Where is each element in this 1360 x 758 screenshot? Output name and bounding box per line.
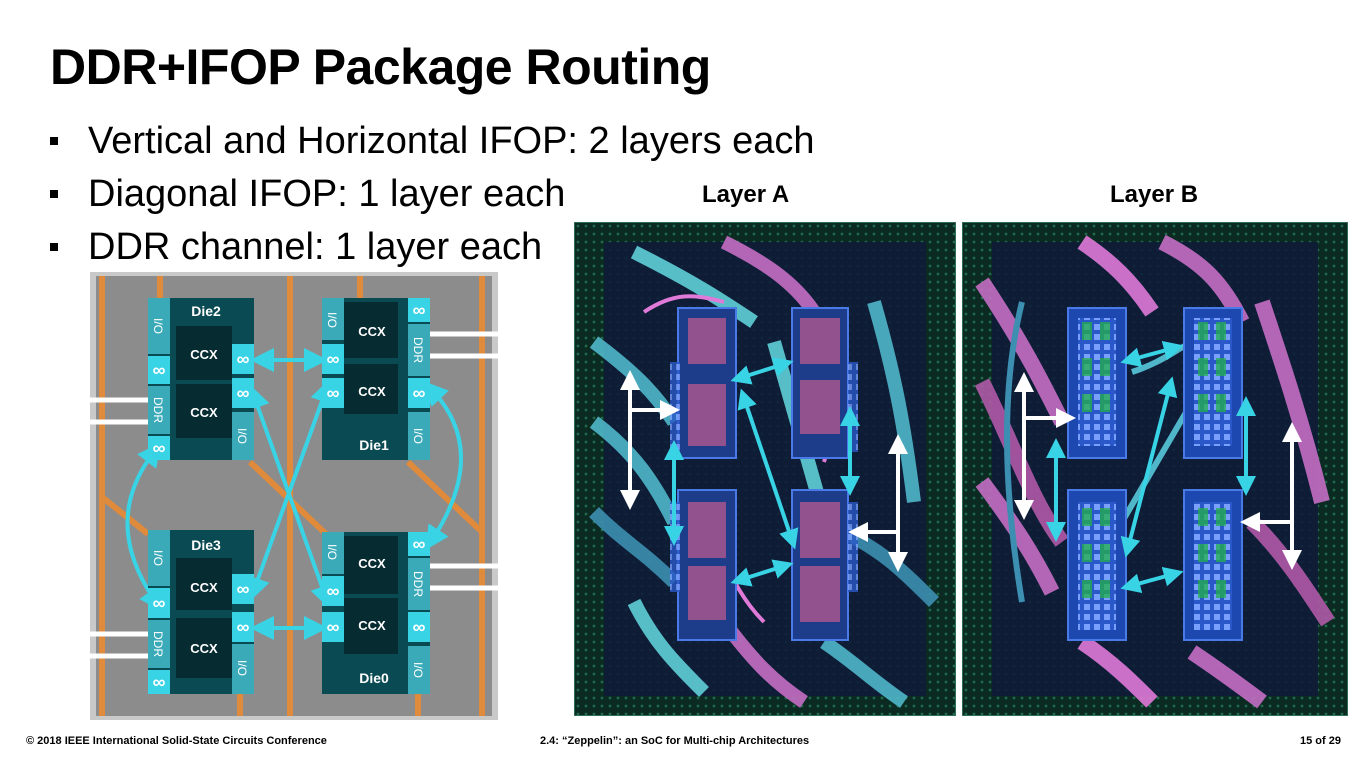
bullet-text: DDR channel: 1 layer each [88, 226, 543, 268]
ddr-label: DDR [151, 631, 165, 657]
ifop-icon: ∞ [237, 349, 250, 369]
io-label: I/O [235, 660, 249, 676]
slide-title: DDR+IFOP Package Routing [50, 39, 711, 95]
ifop-links [125, 348, 463, 640]
io-label: I/O [411, 428, 425, 444]
layer-a-label: Layer A [702, 181, 790, 208]
ifop-icon: ∞ [237, 617, 250, 637]
die-1: CCX CCX Die1 I/O DDR I/O ∞ ∞ ∞ ∞ [322, 298, 430, 460]
die-2: Die2 CCX CCX I/O DDR I/O ∞ ∞ ∞ ∞ [148, 298, 254, 460]
layer-b-label: Layer B [1110, 181, 1199, 208]
ifop-icon: ∞ [153, 672, 166, 692]
bullet-item: DDR channel: 1 layer each [50, 224, 815, 277]
ifop-icon: ∞ [413, 300, 426, 320]
layer-b-die-footprints [1067, 307, 1243, 641]
ifop-icon: ∞ [327, 581, 340, 601]
io-label: I/O [151, 318, 165, 334]
ccx-label: CCX [190, 405, 218, 420]
die-label: Die2 [191, 303, 221, 319]
layer-b-layout [962, 222, 1348, 716]
ddr-label: DDR [151, 397, 165, 423]
ddr-label: DDR [411, 337, 425, 363]
io-label: I/O [235, 428, 249, 444]
bullet-marker [50, 137, 58, 145]
bullet-marker [50, 190, 58, 198]
bullet-marker [50, 243, 58, 251]
ddr-label: DDR [411, 571, 425, 597]
bullet-text: Vertical and Horizontal IFOP: 2 layers e… [88, 120, 815, 162]
layer-b-arrows [1014, 340, 1302, 594]
die-label: Die3 [191, 537, 221, 553]
io-label: I/O [325, 312, 339, 328]
ifop-icon: ∞ [413, 534, 426, 554]
ifop-icon: ∞ [413, 617, 426, 637]
bullet-list: Vertical and Horizontal IFOP: 2 layers e… [50, 118, 815, 277]
ifop-icon: ∞ [327, 349, 340, 369]
ddr-bus-lines [90, 331, 498, 659]
ifop-icon: ∞ [327, 617, 340, 637]
ccx-label: CCX [358, 384, 386, 399]
ifop-icon: ∞ [327, 383, 340, 403]
io-label: I/O [411, 662, 425, 678]
footer-copyright: © 2018 IEEE International Solid-State Ci… [26, 735, 327, 747]
die-3: Die3 CCX CCX I/O DDR I/O ∞ ∞ ∞ ∞ [148, 530, 254, 694]
bullet-text: Diagonal IFOP: 1 layer each [88, 173, 566, 215]
footer-page-number: 15 of 29 [1300, 735, 1341, 747]
ccx-label: CCX [358, 556, 386, 571]
ifop-icon: ∞ [237, 383, 250, 403]
layer-a-arrows [620, 357, 908, 587]
die-label: Die1 [359, 437, 389, 453]
footer-talk-title: 2.4: “Zeppelin”: an SoC for Multi-chip A… [540, 735, 810, 747]
ifop-icon: ∞ [153, 360, 166, 380]
bullet-item: Diagonal IFOP: 1 layer each [50, 171, 815, 224]
ccx-label: CCX [190, 347, 218, 362]
ccx-label: CCX [358, 618, 386, 633]
die-label: Die0 [359, 670, 389, 686]
die-0: CCX CCX Die0 I/O DDR I/O ∞ ∞ ∞ ∞ [322, 532, 430, 694]
ifop-icon: ∞ [413, 383, 426, 403]
layer-a-die-footprints [677, 307, 849, 641]
package-diagram: Die2 CCX CCX I/O DDR I/O ∞ ∞ ∞ ∞ CCX CCX… [90, 272, 498, 720]
bullet-item: Vertical and Horizontal IFOP: 2 layers e… [50, 118, 815, 171]
io-label: I/O [151, 550, 165, 566]
ifop-icon: ∞ [153, 438, 166, 458]
io-label: I/O [325, 544, 339, 560]
ccx-label: CCX [358, 324, 386, 339]
ifop-icon: ∞ [153, 593, 166, 613]
ccx-label: CCX [190, 580, 218, 595]
layer-a-layout [574, 222, 956, 716]
ifop-icon: ∞ [237, 579, 250, 599]
ccx-label: CCX [190, 641, 218, 656]
